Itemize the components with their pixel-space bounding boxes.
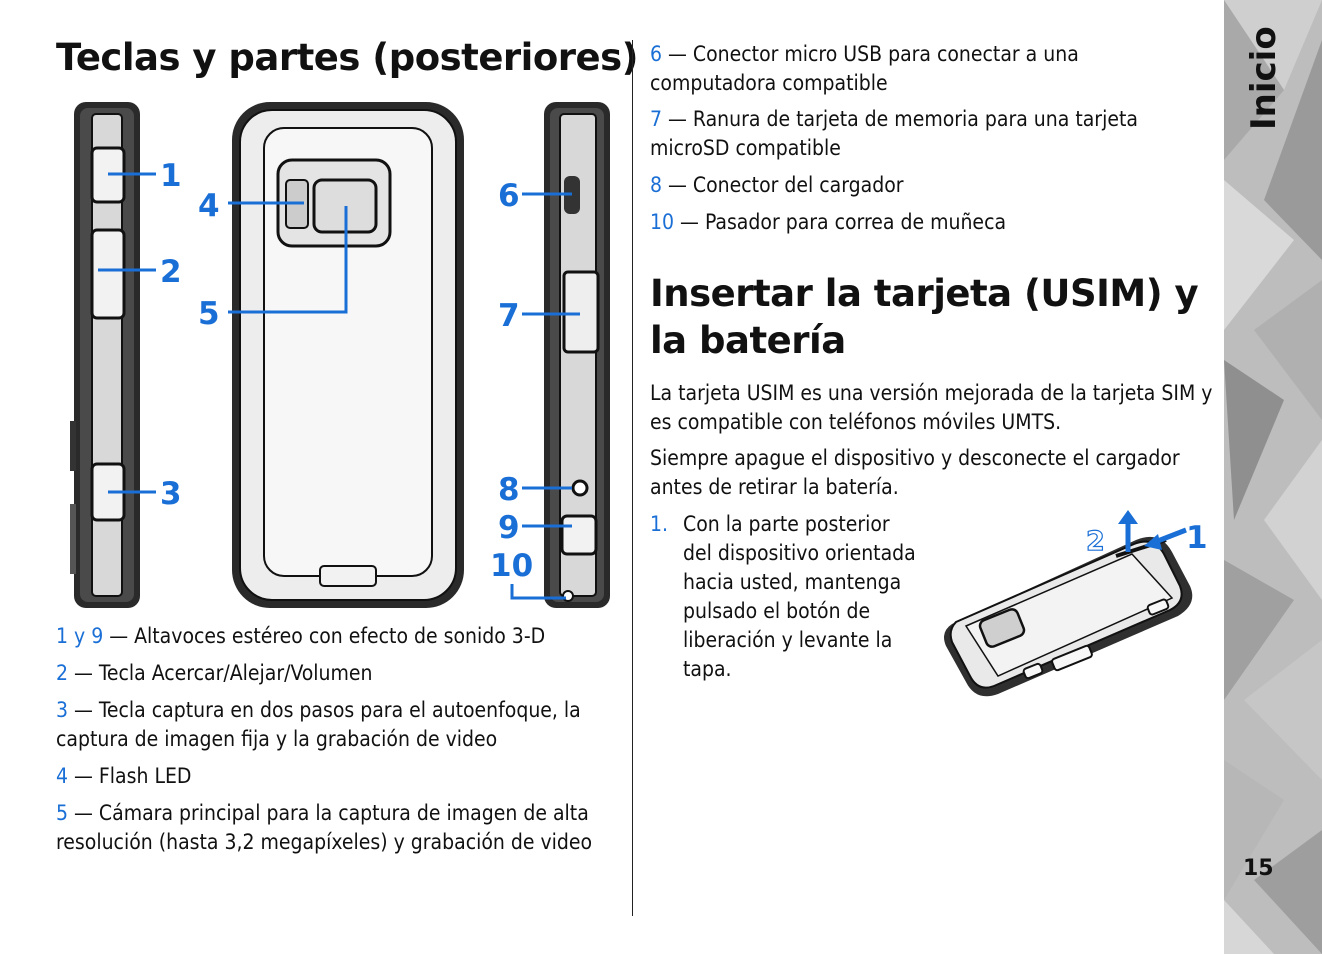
chapter-label: Inicio [1244, 26, 1284, 130]
part-number: 5 [56, 801, 69, 825]
part-item-strap: 10 — Pasador para correa de muñeca [650, 208, 1210, 237]
part-number: 1 y 9 [56, 624, 104, 648]
callout-label: 6 [498, 178, 520, 214]
sidebar-pattern [1224, 0, 1322, 954]
phone-right-side-view [544, 102, 610, 608]
arrow-up-icon [1118, 510, 1138, 552]
part-number: 3 [56, 698, 69, 722]
part-item-memory-card: 7 — Ranura de tarjeta de memoria para un… [650, 105, 1210, 163]
part-description: — Pasador para correa de muñeca [674, 210, 1007, 234]
callout-label: 9 [498, 510, 520, 546]
part-number: 6 [650, 42, 663, 66]
callout-labels: 1 2 3 4 5 6 7 8 9 10 [160, 158, 533, 584]
callout-label: 1 [160, 158, 182, 194]
callout-label: 5 [198, 296, 220, 332]
instruction-steps: 1. Con la parte posterior del dispositiv… [650, 510, 923, 684]
body-paragraph: Siempre apague el dispositivo y desconec… [650, 446, 1180, 499]
page-number: 15 [1243, 856, 1274, 881]
callout-lines [98, 172, 580, 600]
section-title-keys-parts: Teclas y partes (posteriores) [56, 36, 639, 79]
part-number: 7 [650, 107, 663, 131]
column-divider [632, 40, 633, 916]
arrow-left-down-icon [1144, 527, 1187, 550]
part-number: 4 [56, 764, 69, 788]
part-description: — Cámara principal para la captura de im… [56, 801, 593, 854]
part-item-speakers: 1 y 9 — Altavoces estéreo con efecto de … [56, 622, 616, 651]
part-item-usb: 6 — Conector micro USB para conectar a u… [650, 40, 1210, 98]
step-number: 1. [650, 512, 669, 536]
remove-cover-illustration: 2 1 [944, 510, 1208, 697]
part-item-flash: 4 — Flash LED [56, 762, 616, 791]
part-description: — Conector del cargador [662, 173, 904, 197]
illustration-label: 1 [1186, 520, 1208, 556]
phone-back-view [232, 102, 464, 608]
callout-label: 7 [498, 298, 520, 334]
part-description: — Flash LED [68, 764, 192, 788]
part-number: 8 [650, 173, 663, 197]
illustration-label: 2 [1086, 526, 1105, 557]
chapter-sidebar [1224, 0, 1322, 954]
part-item-camera: 5 — Cámara principal para la captura de … [56, 799, 620, 857]
part-item-capture-key: 3 — Tecla captura en dos pasos para el a… [56, 696, 616, 754]
callout-label: 2 [160, 254, 182, 290]
step-text: Con la parte posterior del dispositivo o… [683, 512, 916, 681]
part-item-volume: 2 — Tecla Acercar/Alejar/Volumen [56, 659, 616, 688]
part-description: — Altavoces estéreo con efecto de sonido… [103, 624, 546, 648]
callout-label: 10 [490, 548, 533, 584]
callout-label: 8 [498, 472, 520, 508]
callout-label: 3 [160, 476, 182, 512]
part-description: — Tecla Acercar/Alejar/Volumen [68, 661, 373, 685]
part-number: 10 [650, 210, 675, 234]
part-description: — Conector micro USB para conectar a una… [650, 42, 1079, 95]
section-title-insert-card: Insertar la tarjeta (USIM) y la batería [650, 272, 1199, 362]
part-number: 2 [56, 661, 69, 685]
instruction-step: 1. Con la parte posterior del dispositiv… [650, 510, 923, 684]
body-paragraph: La tarjeta USIM es una versión mejorada … [650, 381, 1213, 434]
part-description: — Tecla captura en dos pasos para el aut… [56, 698, 581, 751]
part-description: — Ranura de tarjeta de memoria para una … [650, 107, 1138, 160]
part-item-charger: 8 — Conector del cargador [650, 171, 1210, 200]
phone-left-side-view [70, 102, 140, 608]
callout-label: 4 [198, 188, 220, 224]
phone-rear-diagram: 1 2 3 4 5 6 7 8 9 10 [70, 102, 610, 608]
